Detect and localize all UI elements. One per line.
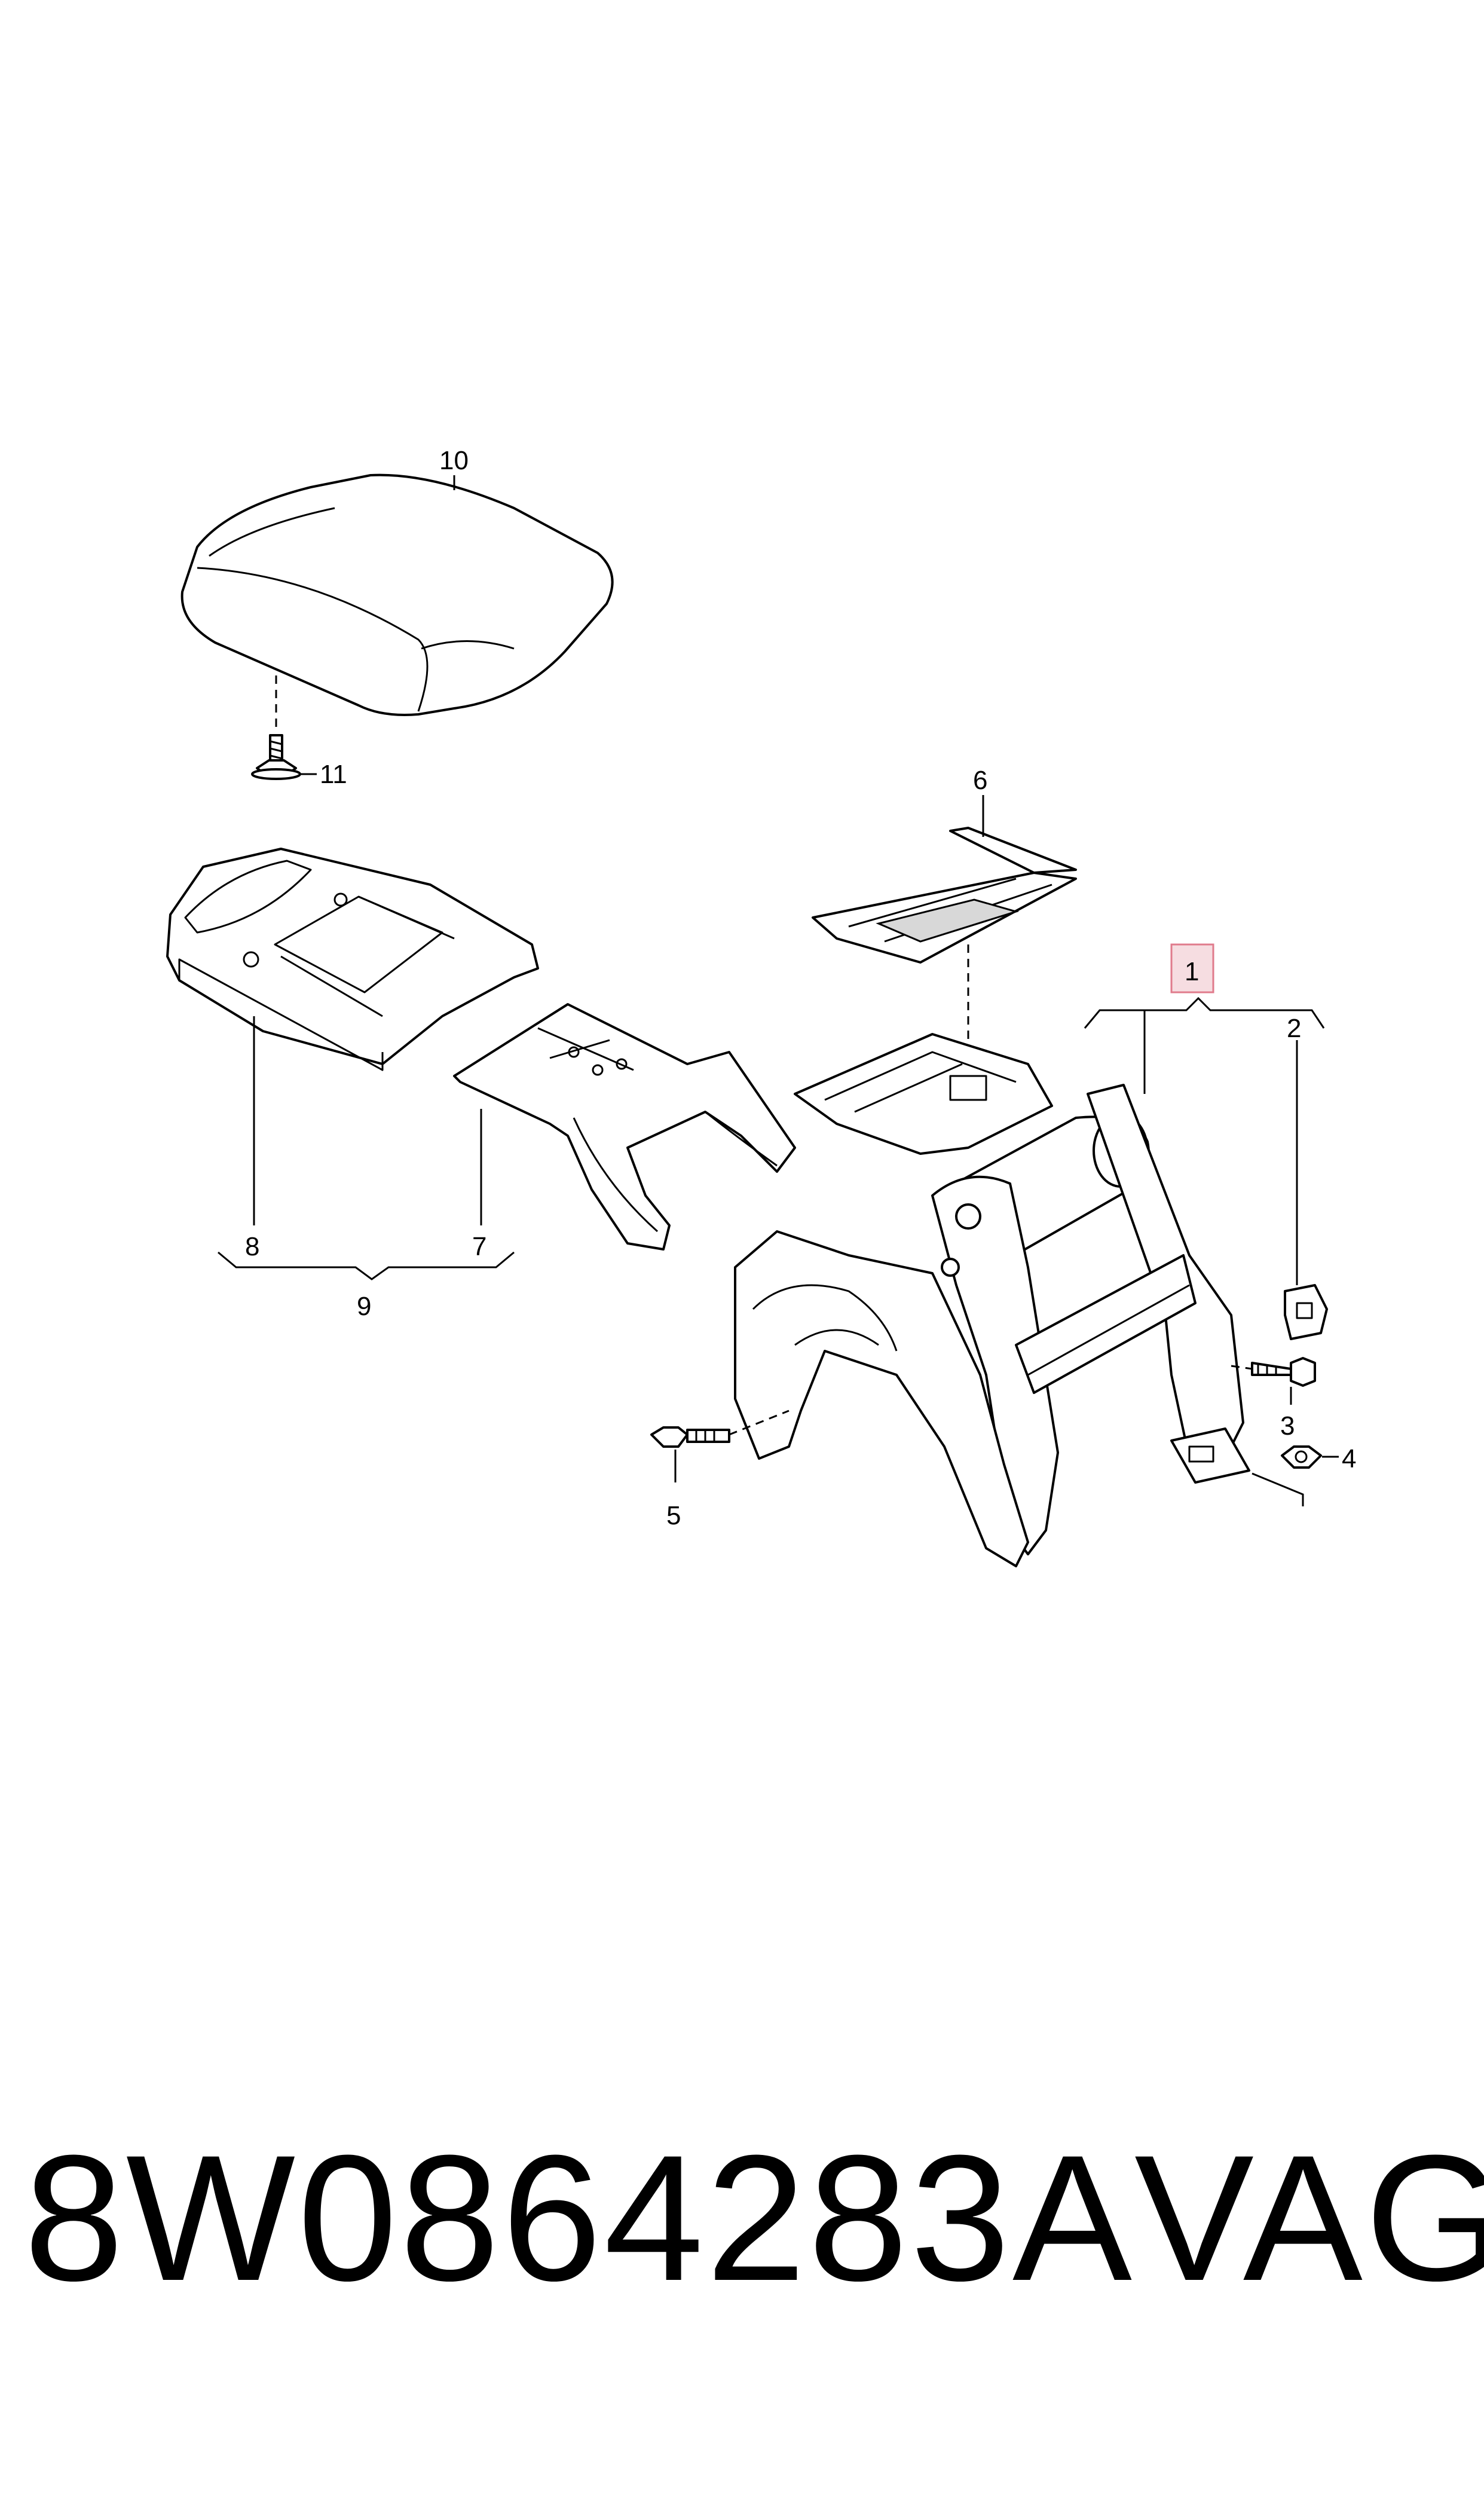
callout-11: 11: [320, 760, 347, 789]
screw-11-part: [251, 734, 301, 780]
callout-5: 5: [666, 1501, 681, 1530]
armrest-frame-part: [734, 1033, 1250, 1567]
brand-name: VAG: [1134, 2117, 1484, 2318]
tray-7-part: [453, 1003, 796, 1251]
callout-7: 7: [472, 1232, 486, 1261]
clip-2-part: [1284, 1284, 1328, 1340]
callout-1: 1: [1185, 957, 1199, 986]
callout-8: 8: [245, 1232, 259, 1261]
plate-6-part: [812, 827, 1077, 964]
callout-1-highlight: [1170, 943, 1214, 993]
callout-10: 10: [439, 446, 469, 475]
callout-6: 6: [973, 766, 987, 795]
callout-4: 4: [1342, 1444, 1356, 1473]
part-number: 8W0864283A: [24, 2117, 1135, 2318]
bolt-3-part: [1251, 1357, 1316, 1387]
nut-4-part: [1281, 1445, 1322, 1469]
bolt-5-part: [650, 1426, 730, 1448]
armrest-pad-part: [180, 473, 614, 716]
callout-3: 3: [1280, 1411, 1295, 1441]
callout-9: 9: [357, 1292, 371, 1321]
tray-frame-8-part: [166, 848, 539, 1071]
callout-2: 2: [1287, 1014, 1301, 1043]
part-number-caption: 8W0864283A VAG: [24, 2117, 1484, 2318]
